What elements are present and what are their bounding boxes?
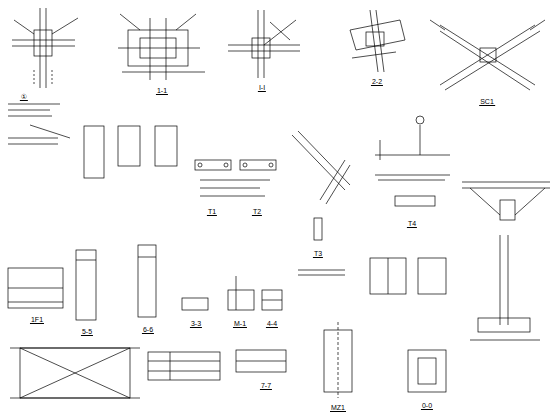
- detail-label: M-1: [233, 320, 247, 328]
- detail-label: 6-6: [142, 326, 154, 334]
- detail-label: 3-3: [190, 320, 202, 328]
- detail-label: T1: [207, 208, 217, 216]
- detail-t3: [292, 131, 350, 240]
- section-1-1: [118, 14, 205, 80]
- detail-label: 1-1: [156, 87, 168, 95]
- detail-label: I-I: [258, 84, 266, 92]
- detail-label: 2-2: [371, 78, 383, 86]
- column-joint-detail: [8, 8, 78, 116]
- detail-label: 1F1: [30, 316, 44, 324]
- section-i-i: [228, 10, 300, 78]
- detail-label: ①: [20, 93, 28, 101]
- plate-details: [8, 125, 276, 196]
- bottom-details: [10, 322, 446, 398]
- detail-label: 5-5: [81, 328, 93, 336]
- detail-label: T3: [313, 250, 323, 258]
- row3-details: [8, 235, 540, 340]
- detail-label: 4-4: [266, 320, 278, 328]
- brace-sc1: [430, 20, 545, 90]
- detail-label: SC1: [479, 98, 495, 106]
- detail-t4: [375, 116, 450, 206]
- detail-label: T4: [407, 220, 417, 228]
- detail-label: MZ1: [330, 404, 346, 412]
- detail-label: 7-7: [260, 382, 272, 390]
- detail-label: T2: [252, 208, 262, 216]
- detail-label: 0-0: [421, 402, 433, 410]
- section-2-2: [350, 10, 405, 72]
- support-bracket: [462, 182, 550, 220]
